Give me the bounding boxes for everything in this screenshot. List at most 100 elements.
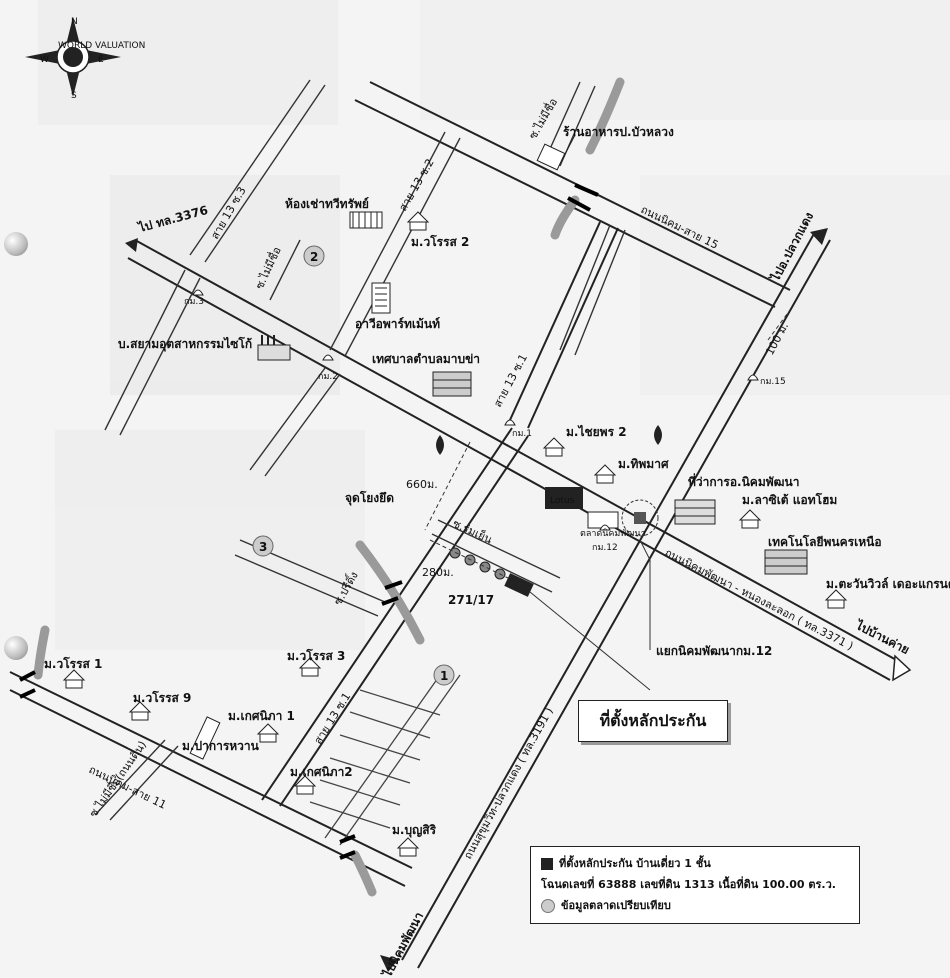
km-label-12: กม.12: [592, 543, 618, 553]
temple-icon-2: [654, 425, 662, 445]
house-icon-thipmat: [593, 464, 617, 484]
school-icon: [764, 549, 808, 575]
road-soi-mid: [269, 239, 301, 301]
binder-hole-top: [4, 232, 28, 256]
label-shophouse: ห้องเช่าทวีทรัพย์: [285, 197, 369, 211]
legend-row-collateral: ที่ตั้งหลักประกัน บ้านเดี่ยว 1 ชั้น: [541, 853, 849, 874]
road-right-link: [559, 224, 626, 356]
label-kesnipa1: ม.เกศนิภา 1: [228, 709, 295, 723]
label-market: ตลาดนิคมพัฒนา: [580, 528, 646, 539]
comparable-marker-2: 2: [303, 245, 325, 267]
compass-west: W: [40, 55, 49, 65]
label-tawanwill: ม.ตะวันวิวล์ เดอะแกรนด์: [826, 577, 950, 591]
km-label-2: กม.2: [318, 372, 338, 382]
collateral-plot: [504, 573, 534, 597]
distance-lines: [424, 309, 791, 579]
distance-280: 280ม.: [422, 566, 454, 579]
background-page-shadows: [38, 0, 950, 650]
compass-east: E: [98, 55, 104, 65]
arrow-to-ban-khai: [892, 654, 912, 682]
lotus-store-icon: [545, 487, 583, 509]
compass-ring-text: WORLD VALUATION: [58, 41, 145, 51]
comparable-swatch-icon: [541, 898, 555, 913]
house-icon-tawanwill: [824, 589, 848, 609]
road-label-sai13-2: สาย 13 ซ.2: [396, 157, 436, 214]
canal-lines: [33, 77, 625, 897]
legend-item-2: โฉนดเลขที่ 63888 เลขที่ดิน 1313 เนื้อที่…: [541, 878, 836, 891]
label-chaiyaporn2: ม.ไชยพร 2: [566, 424, 627, 439]
compass-rose: [25, 17, 121, 97]
road-sai13-soi2: [249, 131, 461, 477]
shophouse-icon: [349, 211, 383, 229]
comparable-marker-3: 3: [252, 535, 274, 557]
distance-660: 660ม.: [406, 478, 438, 491]
road-sai13-soi1-upper: [509, 221, 619, 429]
municipality-icon: [432, 371, 472, 397]
house-icon-boonsiri: [396, 837, 420, 857]
label-woraros9: ม.วโรรส 9: [133, 690, 191, 705]
arrow-to-pluak-daeng: [810, 228, 828, 245]
label-tech-school: เทคโนโลยีพนครเหนือ: [768, 534, 882, 549]
arrow-to-3376: [125, 238, 138, 252]
callout-pointer-line: [529, 591, 651, 691]
road-soi-rom-yen: [431, 519, 561, 593]
pakarn-block: [189, 716, 221, 760]
road-label-sai13-1-upper: สาย 13 ซ.1: [491, 352, 530, 410]
compass-north: N: [71, 17, 78, 27]
legend-item-3: ข้อมูลตลาดเปรียบเทียบ: [561, 899, 671, 912]
house-icon-woraros9: [128, 701, 152, 721]
tree-row: [449, 547, 506, 580]
km-marker-icons: [192, 289, 759, 531]
collateral-swatch-icon: [541, 857, 553, 870]
label-pakarn: ม.ปาการหวาน: [182, 739, 260, 753]
road-soi-left: [94, 739, 179, 821]
label-thipmat: ม.ทิพมาศ: [618, 457, 669, 471]
label-restaurant: ร้านอาหารป.บัวหลวง: [563, 125, 674, 139]
house-icon-woraros3: [298, 657, 322, 677]
label-jut-yong: จุดโยงยึด: [345, 490, 394, 506]
plot-number: 271/17: [448, 593, 494, 607]
label-lacity: ม.ลาซิเต้ แอทโฮม: [742, 492, 837, 507]
label-boonsiri: ม.บุญสิริ: [392, 823, 437, 838]
binder-hole-bottom: [4, 636, 28, 660]
collateral-callout: ที่ตั้งหลักประกัน: [578, 700, 728, 742]
bridge-marks: [19, 183, 599, 860]
label-woraros2: ม.วโรรส 2: [411, 234, 469, 249]
road-sai13-soi1: [261, 427, 529, 807]
label-woraros3: ม.วโรรส 3: [287, 648, 345, 663]
label-district-office: ที่ว่าการอ.นิคมพัฒนา: [688, 473, 799, 489]
label-intersection: แยกนิคมพัฒนากม.12: [656, 644, 772, 658]
legend-row-deed: โฉนดเลขที่ 63888 เลขที่ดิน 1313 เนื้อที่…: [541, 874, 849, 895]
label-kesnipa2: ม.เกศนิภา2: [290, 765, 353, 779]
intersection-pointer-line: [639, 539, 651, 650]
svg-text:1: 1: [440, 669, 448, 683]
label-lotus: Lotus: [550, 496, 575, 506]
road-sukhumvit: [401, 231, 831, 969]
label-woraros1: ม.วโรรส 1: [44, 656, 102, 671]
label-factory: บ.สยามอุตสาหกรรมไซโก้: [118, 336, 252, 352]
svg-text:3: 3: [259, 540, 267, 554]
map-legend: ที่ตั้งหลักประกัน บ้านเดี่ยว 1 ชั้น โฉนด…: [530, 846, 860, 924]
svg-text:2: 2: [310, 250, 318, 264]
road-label-sukhumvit: ถนนสุขุมวิท-ปลวกแดง ( ทล.3191 ): [461, 705, 555, 861]
km-label-3: กม.3: [184, 297, 204, 307]
house-icon-kesnipa1: [256, 723, 280, 743]
intersection-marker: [621, 499, 659, 537]
restaurant-box: [536, 134, 576, 171]
label-municipality: เทศบาลตำบลมาบข่า: [372, 352, 480, 366]
arrow-to-nikhom-phatthana: [380, 955, 398, 972]
house-icon-woraros2: [406, 211, 430, 231]
house-icon-kesnipa2: [293, 775, 317, 795]
district-office-icon: [674, 499, 716, 525]
legend-row-comparable: ข้อมูลตลาดเปรียบเทียบ: [541, 895, 849, 916]
temple-icon-1: [436, 435, 444, 455]
estate-streets: [309, 667, 461, 846]
apartment-icon: [371, 282, 391, 314]
direction-to-ban-khai: ไปบ้านค่าย: [852, 616, 912, 657]
house-icon-lacity: [738, 509, 762, 529]
house-icon-woraros1: [62, 669, 86, 689]
factory-icon: [257, 335, 291, 361]
comparable-marker-1: 1: [433, 664, 455, 686]
road-nikhom-11: [9, 671, 413, 887]
